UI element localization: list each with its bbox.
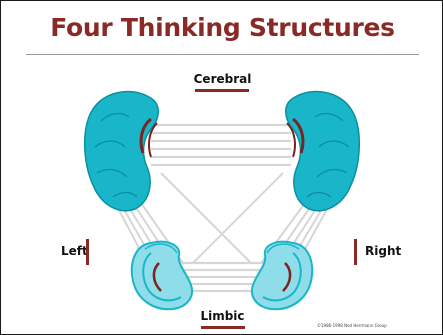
limbic-left-structure [132, 242, 192, 309]
cerebral-right-hemisphere [286, 92, 360, 211]
label-limbic: Limbic [1, 309, 443, 323]
right-accent-bar [354, 239, 357, 265]
limbic-right-structure [252, 242, 312, 309]
copyright-notice: ©1986-1998 Ned Herrmann Group [317, 323, 387, 328]
label-cerebral: Cerebral [1, 72, 443, 86]
cerebral-left-hemisphere [85, 92, 159, 211]
limbic-accent-bar [201, 326, 245, 329]
label-right: Right [365, 244, 401, 258]
connector-bundle-top [151, 125, 291, 165]
label-left: Left [61, 244, 88, 258]
cerebral-accent-bar [195, 89, 249, 92]
left-accent-bar [86, 239, 89, 265]
